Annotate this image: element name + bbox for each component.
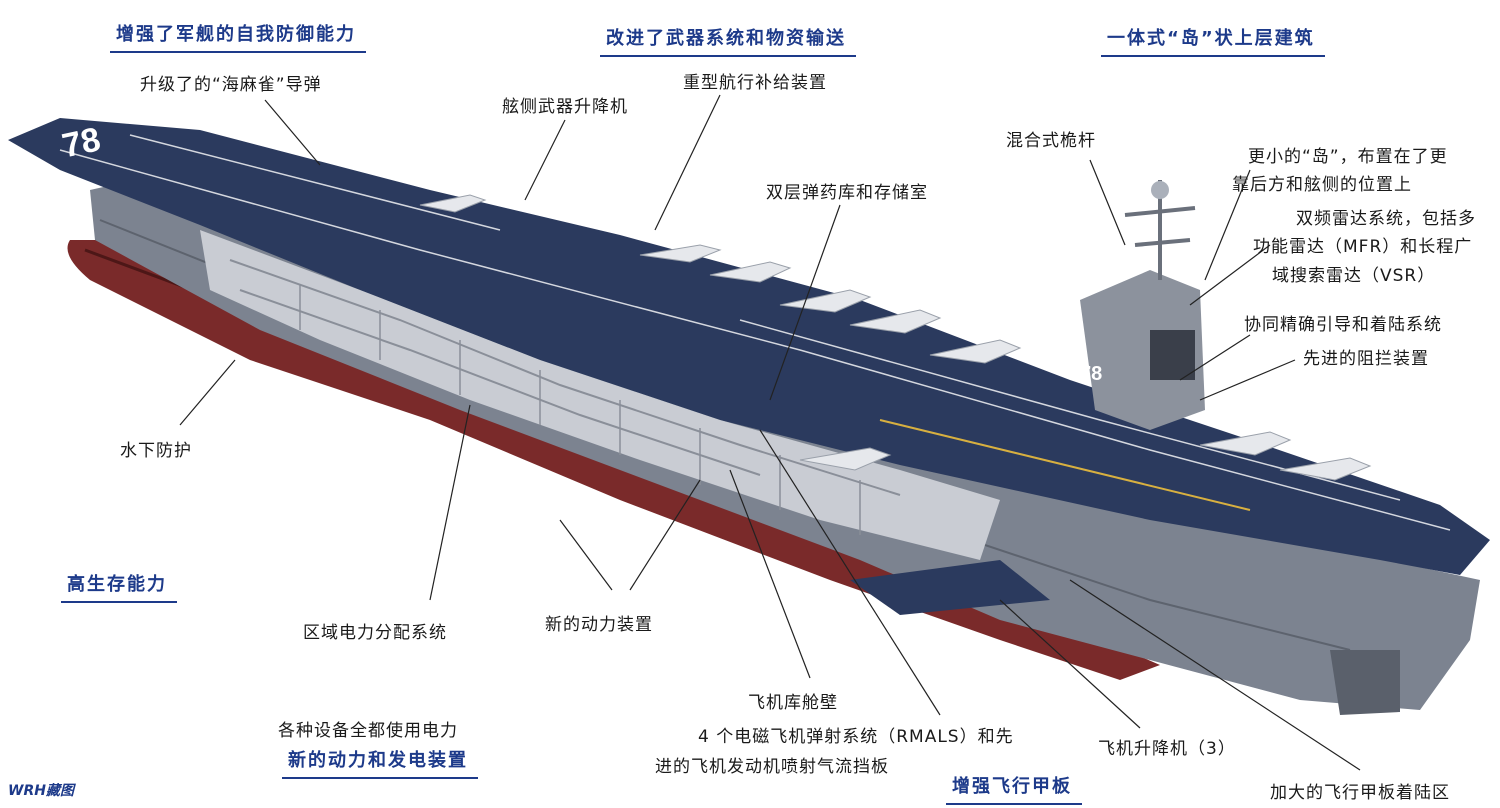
label-island-1: 更小的“岛”，布置在了更	[1248, 146, 1448, 168]
label-hangar-bulkhead: 飞机库舱壁	[748, 692, 838, 714]
header-survivability: 高生存能力	[67, 570, 167, 599]
label-aircraft-elevators: 飞机升降机（3）	[1098, 738, 1236, 760]
label-radar-1: 双频雷达系统，包括多	[1296, 208, 1476, 230]
label-power-distribution: 区域电力分配系统	[303, 622, 447, 644]
label-underwater: 水下防护	[120, 440, 192, 462]
island-number: 78	[1080, 363, 1102, 385]
label-island-2: 靠后方和舷侧的位置上	[1232, 174, 1412, 196]
label-weapons-elevator: 舷侧武器升降机	[502, 96, 628, 118]
header-weapons: 改进了武器系统和物资输送	[606, 24, 846, 53]
label-emals-1: 4 个电磁飞机弹射系统（RMALS）和先	[698, 726, 1014, 748]
header-flight-deck: 增强飞行甲板	[952, 772, 1072, 801]
header-self-defense: 增强了军舰的自我防御能力	[116, 20, 356, 49]
label-sea-sparrow: 升级了的“海麻雀”导弹	[140, 74, 322, 96]
label-electric-equipment: 各种设备全都使用电力	[278, 720, 458, 742]
label-emals-2: 进的飞机发动机喷射气流挡板	[655, 756, 889, 778]
label-mast: 混合式桅杆	[1006, 130, 1096, 152]
label-radar-2: 功能雷达（MFR）和长程广	[1253, 236, 1472, 258]
header-island: 一体式“岛”状上层建筑	[1107, 24, 1315, 53]
header-power-gen: 新的动力和发电装置	[288, 746, 468, 775]
label-landing-area: 加大的飞行甲板着陆区	[1270, 782, 1450, 804]
label-replenishment: 重型航行补给装置	[683, 72, 827, 94]
label-magazine: 双层弹药库和存储室	[766, 182, 928, 204]
deck-hull-number: 78	[59, 120, 104, 165]
label-arresting-gear: 先进的阻拦装置	[1303, 348, 1429, 370]
label-new-power-plant: 新的动力装置	[545, 614, 653, 636]
label-radar-3: 域搜索雷达（VSR）	[1272, 265, 1435, 287]
watermark: WRH藏图	[8, 780, 74, 800]
label-landing-system: 协同精确引导和着陆系统	[1244, 314, 1442, 336]
